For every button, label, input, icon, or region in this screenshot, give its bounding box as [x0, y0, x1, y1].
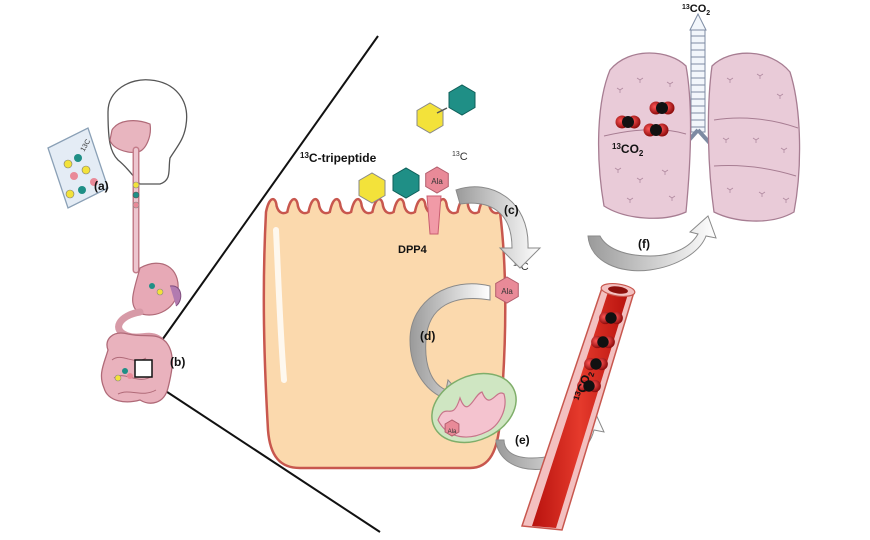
human-gi-tract	[100, 79, 188, 404]
vessel-lumen	[532, 292, 628, 528]
dpp4-label: DPP4	[398, 244, 428, 256]
tripeptide: 13C-tripeptide Ala 13C	[300, 151, 468, 204]
right-lung	[707, 52, 801, 222]
free-dipeptide	[416, 84, 476, 134]
hexagon-teal	[392, 167, 420, 199]
alanine-label: Ala	[448, 429, 457, 435]
co2-molecule	[643, 123, 669, 137]
blood-vessel: 13CO2	[520, 283, 636, 531]
trachea-arrow	[689, 12, 707, 31]
co2-molecule	[577, 379, 601, 393]
exhaled-co2-label: 13CO2	[682, 3, 710, 17]
cup-with-tracer: 13C	[47, 127, 109, 209]
co2-molecule	[615, 115, 641, 129]
co2-molecule	[591, 335, 615, 349]
label-e: (e)	[515, 433, 530, 447]
label-d: (d)	[420, 329, 435, 343]
co2-molecule	[599, 311, 623, 325]
hexagon-alanine	[495, 276, 519, 304]
hexagon-alanine	[425, 166, 449, 194]
mouth-cavity	[109, 120, 151, 153]
lungs: 13CO2 13CO2	[597, 3, 801, 222]
label-a: (a)	[94, 179, 109, 193]
cup	[47, 127, 109, 209]
co2-molecule	[649, 101, 675, 115]
isotope-label: 13C	[452, 151, 468, 163]
arrow-f	[587, 215, 717, 272]
mitochondrion: Ala	[431, 372, 517, 444]
tripeptide-label: 13C-tripeptide	[300, 151, 377, 165]
zoom-line-top	[154, 35, 379, 351]
left-lung	[597, 52, 692, 219]
hexagon-alanine	[444, 419, 460, 437]
stomach	[132, 262, 179, 316]
lung-co2-label: 13CO2	[612, 142, 644, 158]
trachea	[690, 27, 706, 133]
hexagon-teal	[448, 84, 476, 116]
label-b: (b)	[170, 355, 185, 369]
dpp4-enzyme	[426, 195, 442, 235]
label-f: (f)	[638, 237, 650, 251]
vessel-co2-label: 13CO2	[572, 368, 597, 403]
arrow-c	[455, 186, 542, 269]
hexagon-yellow	[416, 102, 444, 134]
alanine-label: Ala	[431, 177, 443, 186]
hexagon-yellow	[358, 172, 386, 204]
zoom-line-bottom	[154, 383, 381, 533]
co2-molecule	[584, 357, 608, 371]
zoom-box	[134, 359, 153, 378]
label-c: (c)	[504, 203, 519, 217]
head-outline	[107, 79, 188, 185]
alanine-label: Ala	[501, 287, 513, 296]
